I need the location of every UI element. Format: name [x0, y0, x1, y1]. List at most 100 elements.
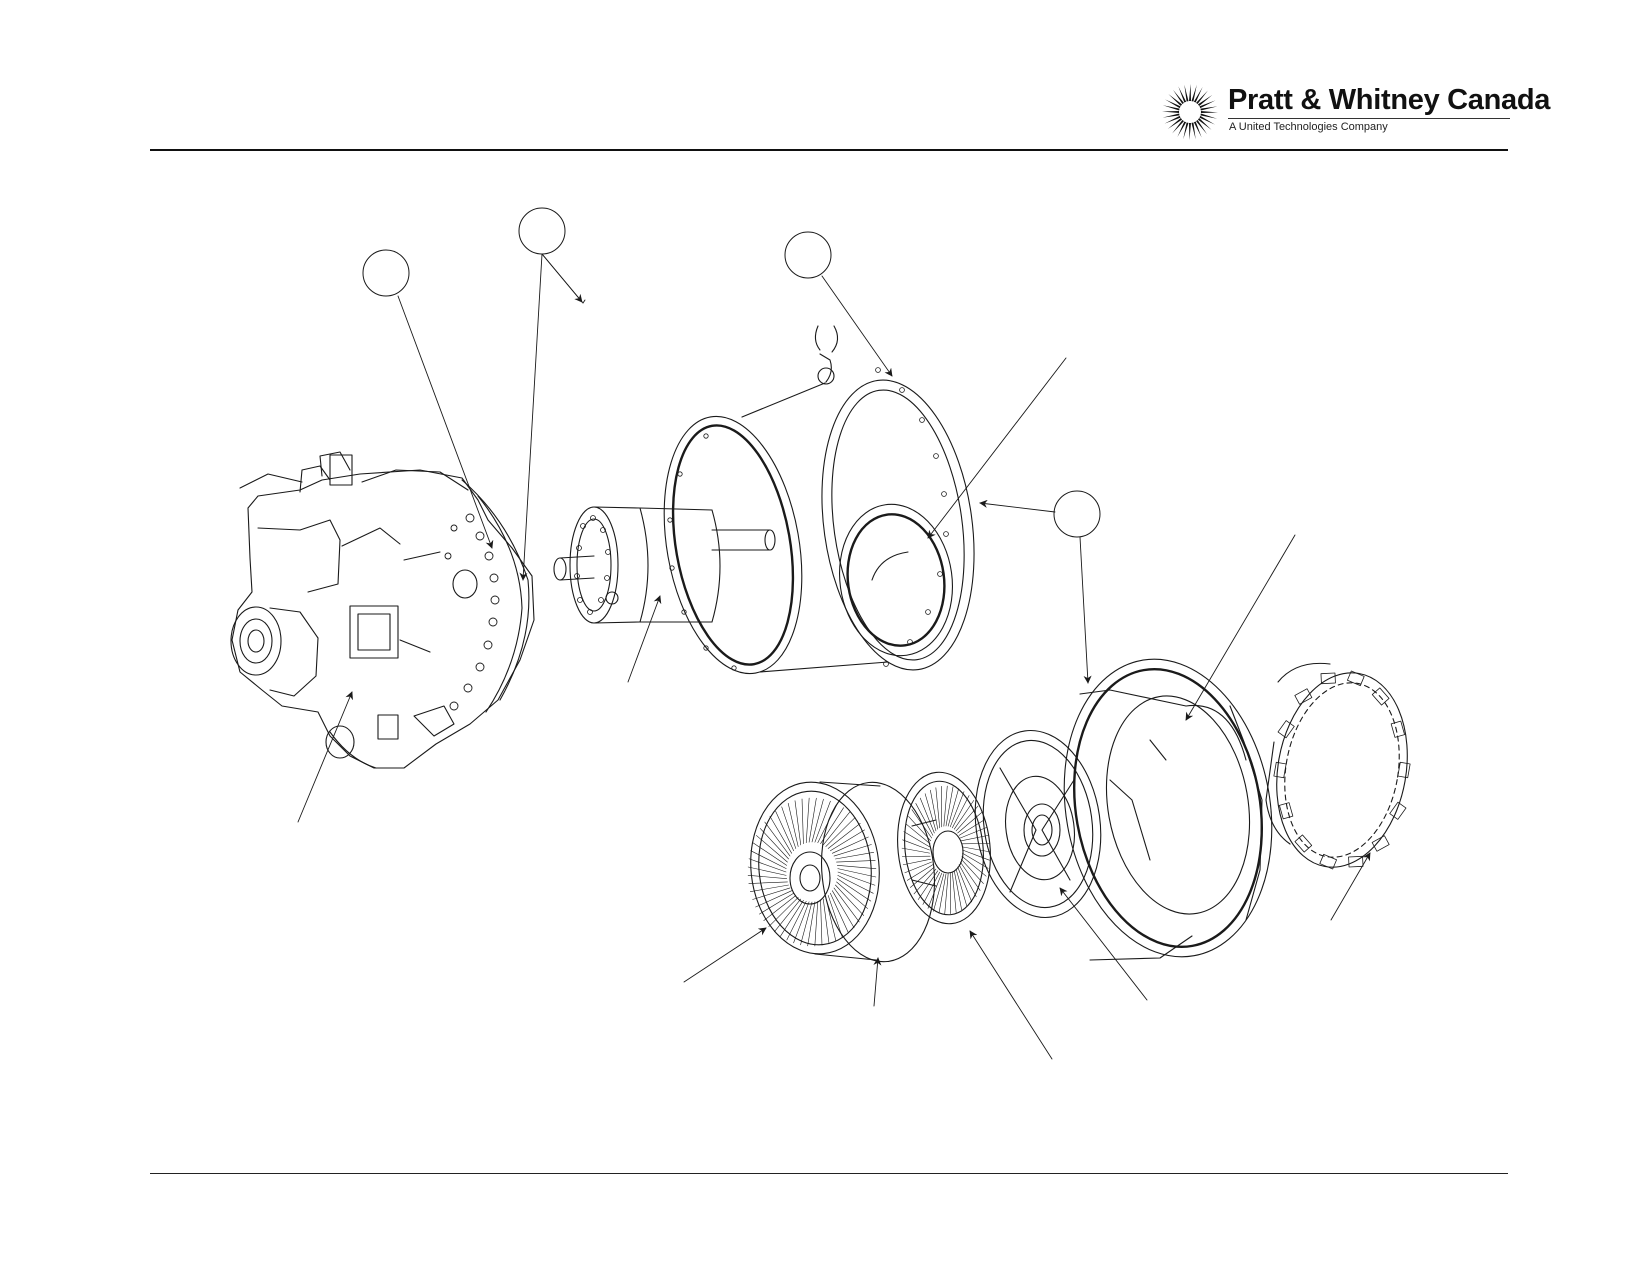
sunburst-ray: [1172, 89, 1184, 105]
turbine-blade: [820, 807, 844, 844]
turbine-blade: [837, 868, 877, 878]
leader-disk-2: [969, 930, 1053, 1060]
leader-case: [1079, 536, 1092, 684]
sunburst-ray: [1164, 115, 1181, 124]
sunburst-ray: [1199, 100, 1216, 109]
turbine-blade: [814, 900, 819, 947]
turbine-blade: [903, 831, 930, 848]
turbine-blade: [952, 871, 957, 913]
thermocouple-probe: [1277, 720, 1295, 739]
turbine-blade: [905, 823, 931, 845]
turbine-blade: [953, 800, 975, 830]
callout-balloon-4: [1053, 490, 1101, 538]
sunburst-ray: [1189, 84, 1191, 102]
turbine-blade: [915, 803, 934, 836]
header-rule: [150, 149, 1508, 151]
turbine-blade: [780, 900, 804, 937]
turbine-blade: [787, 803, 799, 847]
turbine-blade: [820, 900, 823, 946]
turbine-blade: [960, 858, 984, 884]
turbine-blade: [752, 887, 791, 900]
turbine-blade: [747, 874, 788, 879]
turbine-blade: [960, 834, 990, 842]
thermocouple-probe: [1371, 687, 1390, 706]
brand-logo: [1160, 82, 1520, 142]
turbine-blade: [748, 858, 787, 873]
turbine-blade: [764, 821, 791, 857]
turbine-blade: [755, 890, 793, 908]
turbine-blade: [836, 865, 877, 870]
sunburst-ray: [1196, 90, 1208, 105]
sunburst-ray: [1200, 113, 1218, 119]
turbine-blade: [924, 793, 937, 832]
turbine-blade: [756, 835, 788, 863]
turbine-blade: [747, 866, 787, 876]
callout-balloon-2: [518, 207, 566, 255]
thermocouple-probe: [1390, 720, 1405, 738]
sunburst-ray: [1193, 121, 1202, 138]
leader-disk-1-rim: [873, 957, 882, 1007]
power-turbine-disk-1: [747, 781, 936, 963]
turbine-blade: [827, 895, 843, 938]
callout-balloon-1: [362, 249, 410, 297]
gas-generator-case: [1063, 658, 1273, 961]
thermocouple-probe: [1273, 761, 1287, 779]
turbine-blade: [958, 819, 986, 836]
turbine-blade: [750, 850, 787, 869]
turbine-blade: [836, 860, 876, 863]
turbine-blade: [794, 800, 802, 846]
turbine-blade: [910, 866, 935, 888]
turbine-blade: [953, 870, 962, 911]
turbine-blade: [793, 901, 810, 944]
turbine-blade: [955, 868, 968, 907]
turbine-blade: [962, 846, 991, 853]
sunburst-ray: [1191, 122, 1196, 140]
turbine-blade: [906, 864, 934, 881]
thermocouple-probe: [1279, 802, 1294, 820]
sunburst-ray: [1196, 119, 1208, 135]
turbine-blade: [959, 826, 988, 839]
turbine-blade: [904, 861, 933, 874]
leader-disk-1: [683, 927, 767, 983]
thermocouple-probe: [1348, 855, 1364, 868]
leader-exhaust-seal: [927, 357, 1067, 539]
turbine-blade: [805, 797, 810, 844]
turbine-blade: [831, 836, 869, 854]
thermocouple-harness: [1265, 662, 1411, 870]
turbine-blade: [952, 795, 970, 829]
leader-gearbox-base: [297, 691, 353, 823]
turbine-blade: [774, 898, 802, 933]
turbine-stator-housing: [974, 729, 1102, 919]
thermocouple-probe: [1294, 834, 1313, 853]
turbine-blade: [935, 787, 940, 829]
turbine-blade: [938, 873, 947, 914]
exhaust-duct: [663, 325, 975, 675]
turbine-blade: [836, 878, 872, 902]
turbine-blade: [944, 873, 949, 915]
turbine-blade: [917, 870, 939, 900]
sunburst-ray: [1162, 105, 1180, 111]
turbine-blade: [919, 797, 935, 834]
footer-rule: [150, 1173, 1508, 1174]
sunburst-ray: [1167, 118, 1183, 130]
turbine-blade: [961, 855, 987, 877]
leader-front-flange-b: [582, 299, 586, 304]
sunburst-ray: [1162, 113, 1180, 118]
turbine-blade: [949, 791, 965, 828]
turbine-blade: [962, 849, 990, 861]
sunburst-ray: [1184, 84, 1189, 102]
sunburst-ray: [1200, 111, 1218, 113]
turbine-blade: [825, 817, 856, 847]
propeller-shaft: [553, 506, 776, 624]
brand-name: Pratt & Whitney Canada: [1228, 84, 1551, 116]
turbine-blade: [749, 884, 789, 892]
turbine-blade: [822, 898, 830, 944]
turbine-blade: [962, 852, 989, 869]
turbine-blade: [827, 823, 861, 849]
turbine-blade: [945, 786, 954, 827]
thermocouple-probe: [1294, 688, 1313, 705]
turbine-blade: [902, 839, 930, 851]
turbine-blade: [908, 816, 932, 842]
gearbox-bolt-ring: [444, 513, 500, 711]
